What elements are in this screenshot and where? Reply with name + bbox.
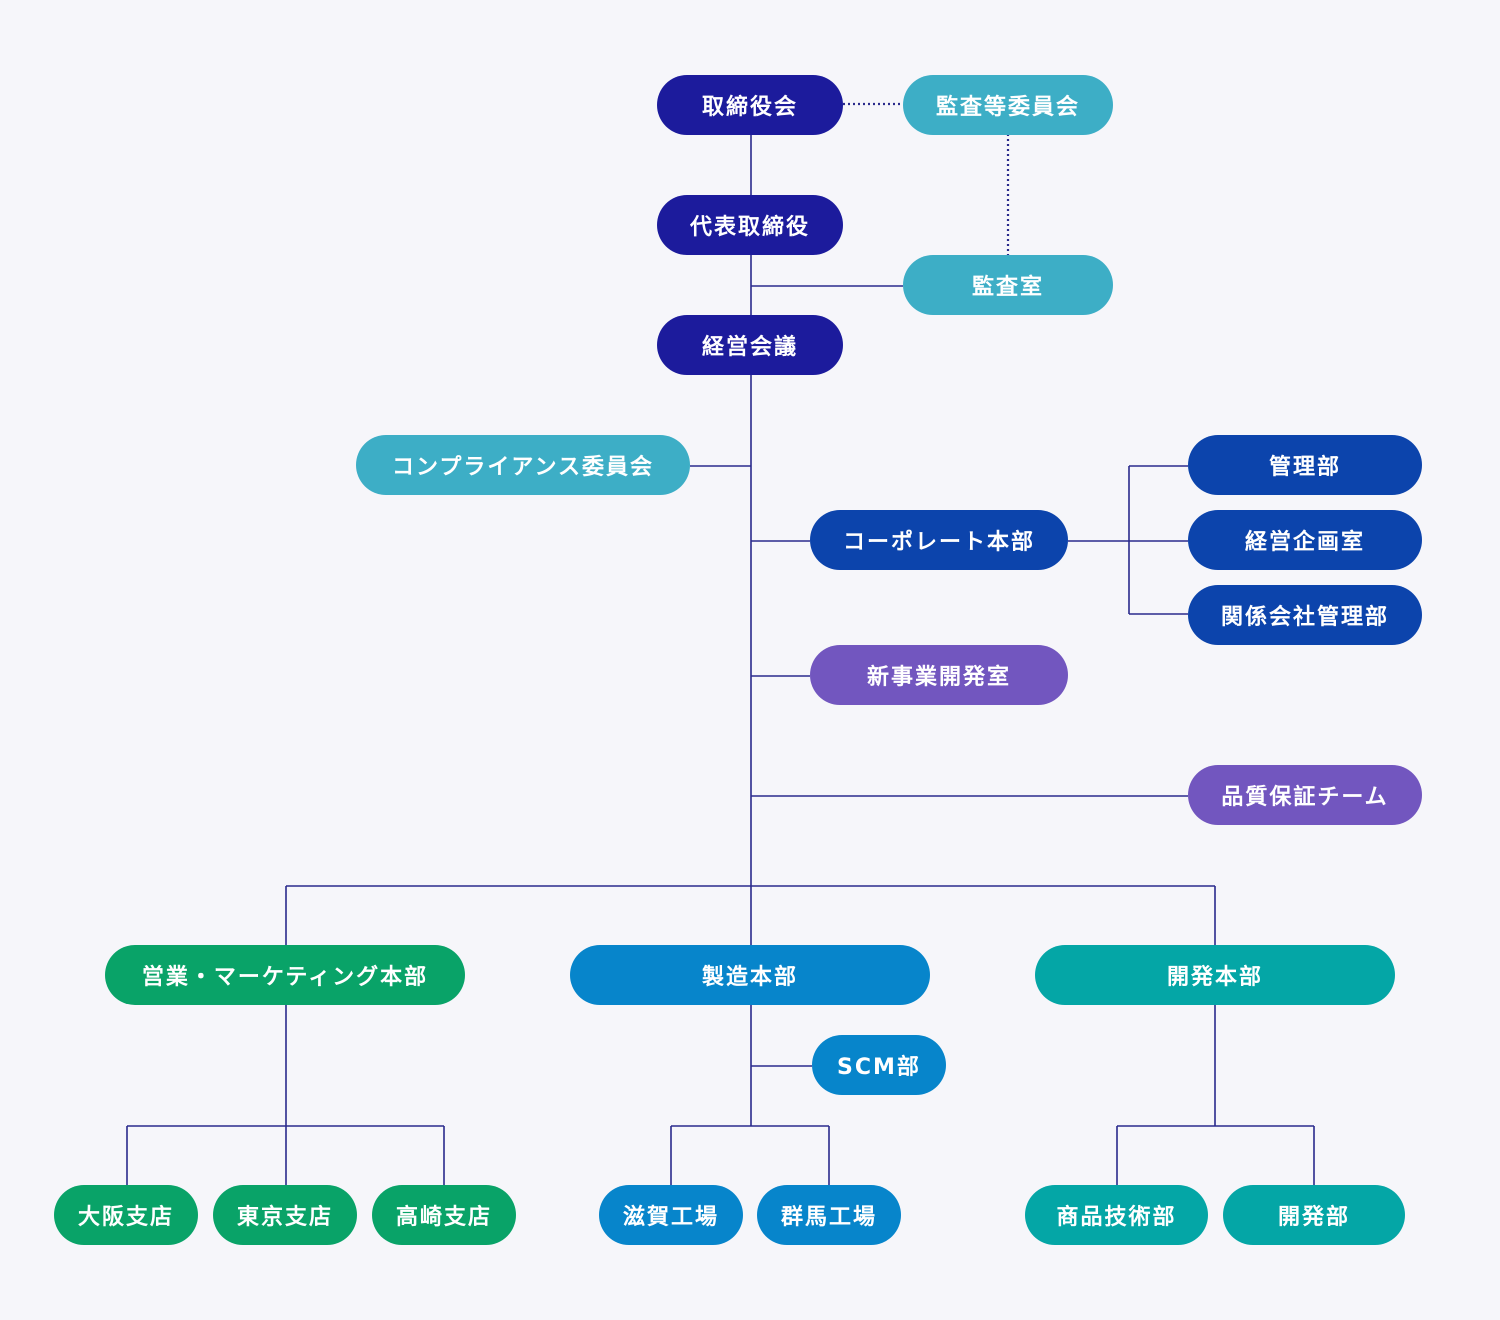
management-meeting-node: 経営会議 xyxy=(657,315,843,375)
qa-team-node: 品質保証チーム xyxy=(1188,765,1422,825)
scm-dept-node: SCM部 xyxy=(812,1035,946,1095)
audit-office-node: 監査室 xyxy=(903,255,1113,315)
new-business-office-node: 新事業開発室 xyxy=(810,645,1068,705)
affiliates-dept-node: 関係会社管理部 xyxy=(1188,585,1422,645)
takasaki-branch-node: 高崎支店 xyxy=(372,1185,516,1245)
audit-committee-node: 監査等委員会 xyxy=(903,75,1113,135)
sales-marketing-hq-node: 営業・マーケティング本部 xyxy=(105,945,465,1005)
shiga-factory-node: 滋賀工場 xyxy=(599,1185,743,1245)
development-dept-node: 開発部 xyxy=(1223,1185,1405,1245)
board-node: 取締役会 xyxy=(657,75,843,135)
admin-dept-node: 管理部 xyxy=(1188,435,1422,495)
osaka-branch-node: 大阪支店 xyxy=(54,1185,198,1245)
compliance-committee-node: コンプライアンス委員会 xyxy=(356,435,690,495)
corporate-hq-node: コーポレート本部 xyxy=(810,510,1068,570)
planning-office-node: 経営企画室 xyxy=(1188,510,1422,570)
development-hq-node: 開発本部 xyxy=(1035,945,1395,1005)
tokyo-branch-node: 東京支店 xyxy=(213,1185,357,1245)
manufacturing-hq-node: 製造本部 xyxy=(570,945,930,1005)
president-node: 代表取締役 xyxy=(657,195,843,255)
product-tech-dept-node: 商品技術部 xyxy=(1025,1185,1208,1245)
gunma-factory-node: 群馬工場 xyxy=(757,1185,901,1245)
